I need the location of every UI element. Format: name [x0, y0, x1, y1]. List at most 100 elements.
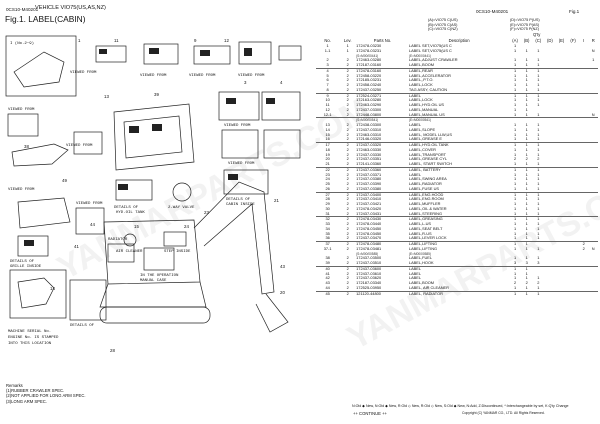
- cell-c: 1: [537, 231, 540, 236]
- cell-desc: LABEL, MODEL LLW,US: [408, 132, 452, 137]
- callout: 38: [24, 144, 29, 149]
- cell-no: 23: [325, 172, 330, 177]
- cell-c: 1: [537, 226, 540, 231]
- cell-r: N: [591, 246, 595, 251]
- cell-b: 2: [525, 281, 528, 286]
- cell-c: 3: [532, 261, 545, 267]
- cell-desc: LABEL,TRANSPORT: [408, 152, 447, 157]
- cell-a: 1: [513, 206, 517, 211]
- cell-c: 1: [537, 172, 540, 177]
- cell-desc: LABEL,MANUAL: [408, 107, 439, 112]
- cell-c: 1: [537, 132, 540, 137]
- callout: 20: [280, 290, 285, 295]
- cell-no: 32: [325, 216, 330, 222]
- cell-b: 1: [525, 192, 528, 197]
- cell-lev: 2: [346, 172, 349, 177]
- remarks: Remarks (1)RUBBER CRAWLER SPEC. (2)NOT A…: [6, 383, 86, 404]
- cell-no: 37: [325, 241, 330, 247]
- cell-a: 1: [509, 211, 521, 218]
- cell-lev: 2: [346, 123, 349, 128]
- cell-desc: LABEL,SWING AREA: [408, 177, 447, 182]
- cell-i: [578, 285, 589, 292]
- cell-a: 1: [513, 291, 517, 296]
- cell-desc: LABEL,REAR: [408, 68, 433, 73]
- cell-desc: LABEL,L-US: [408, 222, 431, 227]
- cell-a: 1: [513, 98, 517, 103]
- cell-b: 3: [520, 261, 533, 267]
- cell-no: 38: [325, 256, 330, 261]
- cell-part: 172525-03950: [356, 285, 409, 292]
- cell-part: 172437-03510: [356, 261, 409, 267]
- cell-a: 1: [513, 107, 517, 112]
- detail-label: CABIN INSIDE: [226, 203, 255, 207]
- cell-f: [567, 236, 579, 243]
- cell-lev: 2: [346, 93, 349, 98]
- cell-no: 30: [325, 206, 330, 211]
- cell-no: 31: [316, 211, 340, 218]
- cell-a: 1: [513, 142, 517, 148]
- cell-no: 25: [325, 182, 330, 187]
- cell-desc: LABEL,OIL & WATER: [408, 206, 447, 211]
- cell-c: 1: [537, 152, 540, 157]
- cell-part: 172478-03480: [356, 241, 382, 247]
- cell-d: [544, 162, 556, 168]
- header-fig-number: Fig.1: [569, 9, 580, 14]
- cell-c: 1: [537, 58, 540, 63]
- cell-desc: LABEL,STEERING: [408, 211, 510, 218]
- cell-part: 172163-03280: [356, 98, 382, 103]
- view-label: VIEWED FROM: [76, 202, 103, 206]
- cell-lev: 2: [339, 261, 357, 267]
- cell-a: 1: [513, 152, 517, 157]
- cell-desc: LABEL SET,VIO75(US C: [408, 48, 452, 53]
- view-label: VIEWED FROM: [8, 108, 35, 112]
- cell-b: 1: [525, 206, 528, 211]
- cell-no: 21: [316, 162, 340, 168]
- callout: 1: [78, 38, 81, 43]
- cell-desc: LABEL SET,VIO75(US C: [408, 44, 452, 49]
- cell-no: 11: [325, 103, 330, 108]
- cell-lev: 2: [339, 87, 357, 94]
- cell-d: [544, 261, 556, 267]
- serial-range-cell: (E=M00/00541): [408, 118, 431, 123]
- cell-desc: LABEL, AIR CLEANER: [408, 285, 510, 292]
- cell-b: 1: [520, 285, 533, 292]
- cell-no: 7: [326, 83, 329, 88]
- cell-b: 1: [525, 93, 528, 98]
- cell-part: 172478-03440: [356, 222, 382, 227]
- cell-lev: 2: [339, 137, 357, 144]
- cell-i: [578, 112, 589, 119]
- cell-desc: LABEL,ACCELERATOR: [408, 73, 451, 78]
- cell-part: 172437-03431: [356, 211, 409, 218]
- cell-a: 1: [513, 103, 517, 108]
- cell-e: [555, 63, 568, 69]
- callout: 21: [274, 198, 279, 203]
- detail-label: IN THE OPERATION: [140, 274, 179, 278]
- cell-i: [578, 137, 589, 144]
- cell-no: 5: [326, 73, 329, 78]
- cell-part: 172437-03310: [356, 127, 382, 132]
- cell-b: 1: [525, 68, 528, 73]
- cell-part: 172478-03160: [356, 68, 382, 73]
- cell-no: 37-1: [323, 246, 332, 251]
- cell-part: 172438-03300: [356, 123, 382, 128]
- col-no: No.: [324, 38, 331, 44]
- cell-d: [544, 285, 556, 292]
- detail-label: DETAILS OF: [70, 324, 95, 328]
- cell-b: 1: [520, 63, 533, 69]
- cell-c: 1: [537, 142, 540, 148]
- cell-desc: LABEL,GREASE E: [408, 137, 510, 144]
- detail-label: STEP INSIDE: [164, 250, 191, 254]
- cell-c: 1: [537, 78, 540, 83]
- cell-lev: 2: [346, 256, 349, 261]
- cell-desc: LABEL,LIFTING: [408, 241, 438, 247]
- cell-desc: LABEL,FUEL: [408, 256, 433, 261]
- cell-no: 22: [325, 167, 330, 172]
- cell-e: [555, 186, 568, 193]
